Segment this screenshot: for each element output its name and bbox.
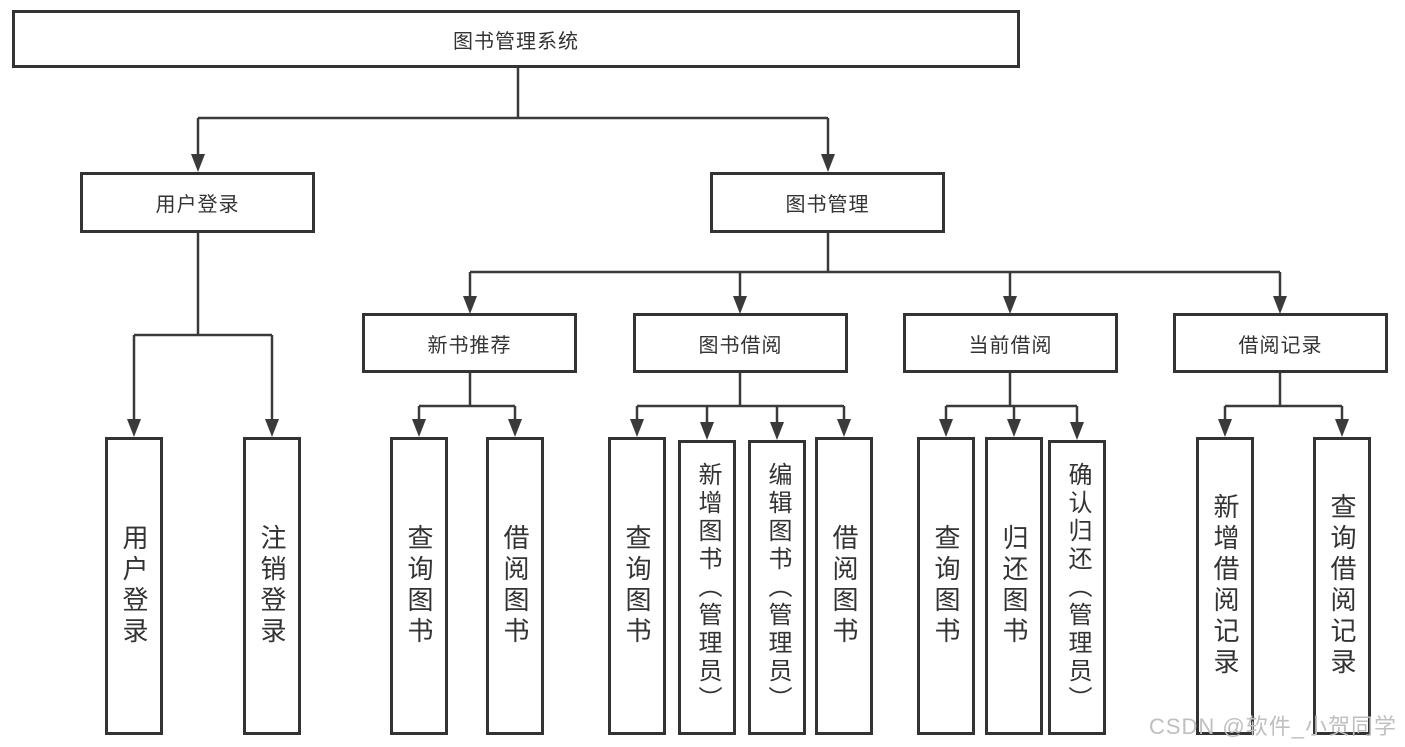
node-leaf-add-book-admin: 新增图书（管理员） [678, 440, 736, 735]
node-book-borrow: 图书借阅 [633, 313, 848, 373]
arrowhead-icon [412, 419, 426, 437]
node-leaf-query-books-borrow: 查询图书 [608, 437, 666, 735]
node-leaf-add-borrow-record: 新增借阅记录 [1196, 437, 1254, 735]
node-leaf-query-books-current: 查询图书 [917, 437, 975, 735]
node-label: 图书管理 [785, 194, 870, 216]
node-label: 新书推荐 [427, 334, 512, 357]
node-label: 借阅图书 [500, 524, 530, 648]
connector-recommend-children [417, 373, 517, 421]
node-label: 借阅图书 [829, 524, 859, 648]
node-label: 借阅记录 [1238, 334, 1323, 357]
arrowhead-icon [127, 419, 141, 437]
node-label: 图书管理系统 [453, 30, 579, 53]
connector-root-to-level2 [196, 68, 830, 156]
node-label: 编辑图书（管理员） [764, 461, 791, 714]
node-label: 用户登录 [155, 194, 240, 216]
node-leaf-query-borrow-record: 查询借阅记录 [1313, 437, 1371, 735]
node-label: 当前借阅 [968, 334, 1053, 357]
arrowhead-icon [265, 419, 279, 437]
node-label: 查询图书 [622, 524, 652, 648]
node-book-management: 图书管理 [710, 172, 945, 233]
node-label: 确认归还（管理员） [1064, 461, 1091, 714]
arrowhead-icon [1273, 296, 1287, 314]
connector-records-children [1223, 373, 1344, 421]
node-leaf-borrow-books: 借阅图书 [815, 437, 873, 735]
arrowhead-icon [821, 154, 835, 172]
node-leaf-borrow-books-recommend: 借阅图书 [486, 437, 544, 735]
arrowhead-icon [700, 422, 714, 440]
arrowhead-icon [1218, 419, 1232, 437]
node-user-login: 用户登录 [80, 172, 315, 233]
node-label: 新增图书（管理员） [694, 461, 721, 714]
node-leaf-user-login: 用户登录 [105, 437, 163, 735]
node-leaf-edit-book-admin: 编辑图书（管理员） [748, 440, 806, 735]
node-new-book-recommend: 新书推荐 [362, 313, 577, 373]
node-library-system: 图书管理系统 [12, 10, 1020, 68]
arrowhead-icon [837, 419, 851, 437]
connector-current-children [944, 373, 1079, 424]
arrowhead-icon [770, 422, 784, 440]
node-label: 新增借阅记录 [1210, 493, 1240, 679]
node-current-borrow: 当前借阅 [903, 313, 1118, 373]
arrowhead-icon [191, 154, 205, 172]
connector-user-login-children [132, 233, 274, 421]
arrowhead-icon [508, 419, 522, 437]
node-label: 归还图书 [999, 524, 1029, 648]
arrowhead-icon [630, 419, 644, 437]
node-label: 查询图书 [404, 524, 434, 648]
connector-borrow-children [635, 373, 846, 424]
arrowhead-icon [939, 419, 953, 437]
node-label: 用户登录 [119, 524, 149, 648]
csdn-watermark: CSDN @软件_小贺同学 [1148, 714, 1397, 739]
node-label: 图书借阅 [698, 334, 783, 357]
node-leaf-return-books: 归还图书 [985, 437, 1043, 735]
arrowhead-icons [127, 154, 1349, 440]
node-label: 查询图书 [931, 524, 961, 648]
arrowhead-icon [1003, 296, 1017, 314]
node-leaf-confirm-return-admin: 确认归还（管理员） [1048, 440, 1106, 735]
node-label: 注销登录 [257, 524, 287, 648]
node-borrow-records: 借阅记录 [1173, 313, 1388, 373]
arrowhead-icon [733, 296, 747, 314]
arrowhead-icon [1007, 419, 1021, 437]
arrowhead-icon [1335, 419, 1349, 437]
node-leaf-query-books-recommend: 查询图书 [390, 437, 448, 735]
connector-book-mgmt-children [468, 233, 1282, 298]
node-label: 查询借阅记录 [1327, 493, 1357, 679]
arrowhead-icon [1070, 422, 1084, 440]
arrowhead-icon [463, 296, 477, 314]
node-leaf-logout: 注销登录 [243, 437, 301, 735]
